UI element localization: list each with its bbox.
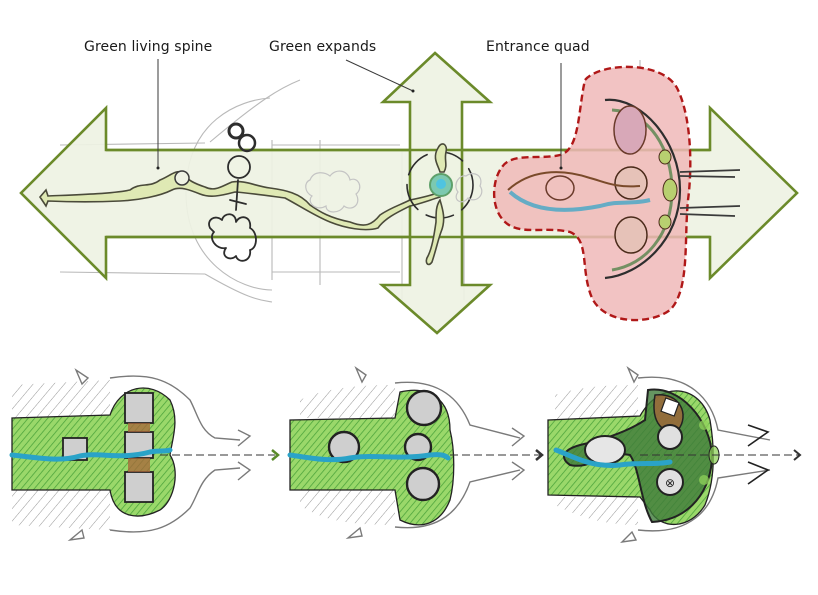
label-green-living-spine: Green living spine xyxy=(84,39,213,55)
leader-green-expands xyxy=(345,59,414,92)
central-node xyxy=(305,143,483,266)
west-building-cluster xyxy=(208,122,257,262)
entrance-quad-zone xyxy=(492,65,741,322)
sequence-panel-2 xyxy=(287,366,544,540)
sequence-panel-1 xyxy=(9,368,280,542)
label-green-expands: Green expands xyxy=(269,39,377,55)
sequence-panel-3: ⊗ xyxy=(547,366,802,543)
label-entrance-quad: Entrance quad xyxy=(486,39,590,55)
svg-text:⊗: ⊗ xyxy=(665,476,675,490)
